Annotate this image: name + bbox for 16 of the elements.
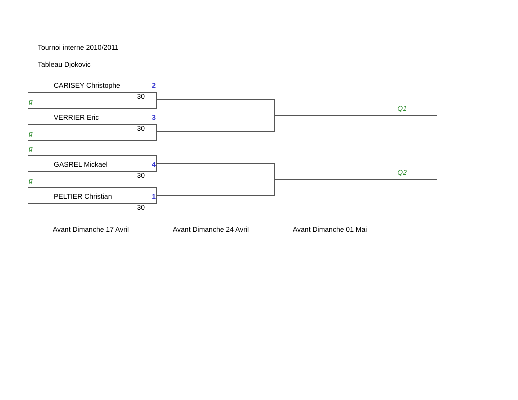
bracket-connector [274,115,276,132]
bracket-connector [156,195,158,204]
bracket-connector [156,187,158,196]
bracket-line [157,130,275,132]
bracket-connector [156,155,158,164]
bracket-connector [156,124,158,132]
bracket-connector [274,163,276,180]
bracket-line [157,98,275,100]
bracket-line [157,162,275,164]
bracket-connector [156,131,158,141]
bracket-line [157,194,275,196]
bracket-connector [274,179,276,196]
bracket-connector [274,99,276,116]
bracket-connector [156,163,158,172]
bracket-connector [156,92,158,100]
bracket-connector [156,99,158,109]
